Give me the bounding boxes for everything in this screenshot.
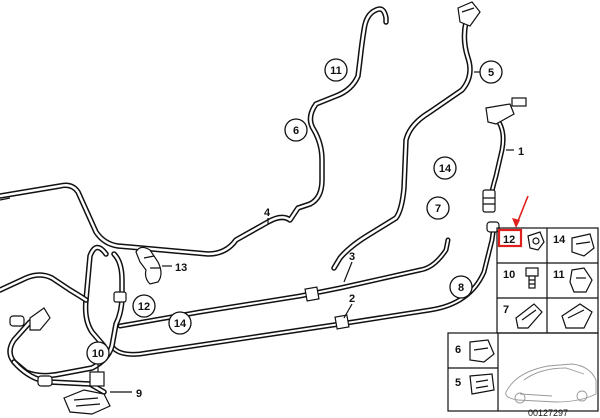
car-silhouette-icon bbox=[505, 363, 597, 404]
part-10-housing bbox=[89, 371, 105, 387]
clip-14-icon bbox=[571, 233, 595, 257]
label-1[interactable]: 1 bbox=[518, 146, 524, 158]
callout-6-label: 6 bbox=[293, 125, 299, 137]
clip-unlabeled-icon bbox=[561, 303, 593, 329]
tube-end-cap bbox=[486, 221, 500, 233]
leader-lines bbox=[97, 71, 514, 393]
connector-group bbox=[0, 1, 527, 415]
callout-6[interactable]: 6 bbox=[284, 118, 308, 142]
callout-14-bottom[interactable]: 14 bbox=[168, 311, 192, 335]
callout-14-bottom-label: 14 bbox=[174, 318, 187, 330]
legend-5-label: 5 bbox=[455, 377, 461, 389]
clip-12-hole-icon bbox=[532, 237, 540, 245]
legend-6-label: 6 bbox=[455, 344, 461, 356]
highlight-marker bbox=[497, 195, 529, 248]
legend-14-label: 14 bbox=[553, 234, 566, 246]
clip-5-icon bbox=[469, 373, 495, 395]
callout-8[interactable]: 8 bbox=[449, 275, 473, 299]
connector-1-tip bbox=[511, 97, 527, 107]
callout-7-label: 7 bbox=[435, 203, 441, 215]
callout-7[interactable]: 7 bbox=[426, 196, 450, 220]
tube-3-joint bbox=[304, 286, 320, 302]
hose-left-mid bbox=[0, 272, 89, 303]
legend-11-label: 11 bbox=[553, 269, 565, 281]
legend-cell-14[interactable]: 14 bbox=[553, 233, 595, 257]
part-9-connector bbox=[63, 389, 111, 415]
part-13 bbox=[135, 246, 162, 285]
legend-10-label: 10 bbox=[503, 269, 515, 281]
bolt-10-head-icon bbox=[525, 267, 539, 277]
callout-11[interactable]: 11 bbox=[324, 58, 348, 82]
hose-5 bbox=[331, 19, 473, 271]
connector-top-right bbox=[457, 1, 481, 27]
legend-12-label: 12 bbox=[503, 234, 515, 246]
callout-8-label: 8 bbox=[458, 282, 464, 294]
legend-cell-10[interactable]: 10 bbox=[503, 267, 539, 289]
connector-1-bottom bbox=[482, 189, 496, 213]
label-3[interactable]: 3 bbox=[349, 251, 355, 263]
clamp-12-left bbox=[113, 291, 127, 303]
clip-7-icon bbox=[515, 303, 543, 329]
hose-group bbox=[0, 6, 506, 395]
connector-left-small bbox=[9, 315, 25, 327]
legend-cell-11[interactable]: 11 bbox=[553, 267, 593, 293]
connector-left-end bbox=[29, 307, 51, 331]
hose-9-fitting bbox=[37, 375, 53, 387]
legend-7-label: 7 bbox=[503, 304, 509, 316]
legend-cell-clip[interactable] bbox=[561, 303, 593, 329]
clip-11-icon bbox=[569, 267, 593, 293]
label-2[interactable]: 2 bbox=[349, 293, 355, 305]
callout-12-left[interactable]: 12 bbox=[132, 294, 156, 318]
hose-left-upper bbox=[0, 6, 389, 257]
legend-cell-7[interactable]: 7 bbox=[503, 303, 543, 329]
callout-11-label: 11 bbox=[330, 65, 342, 77]
callout-12-left-label: 12 bbox=[138, 301, 150, 313]
tube-2 bbox=[109, 223, 497, 357]
label-4[interactable]: 4 bbox=[264, 207, 271, 219]
callout-14-top-label: 14 bbox=[439, 163, 452, 175]
legend-cell-12[interactable]: 12 bbox=[503, 231, 545, 251]
callout-10[interactable]: 10 bbox=[86, 341, 110, 365]
callout-14-top[interactable]: 14 bbox=[433, 156, 457, 180]
label-13[interactable]: 13 bbox=[175, 262, 187, 274]
clip-6-icon bbox=[469, 339, 495, 363]
diagram-number: 00127297 bbox=[528, 408, 568, 418]
label-9[interactable]: 9 bbox=[136, 388, 142, 400]
parts-legend: 12 14 10 11 7 bbox=[447, 227, 599, 412]
legend-cell-6[interactable]: 6 bbox=[455, 339, 495, 363]
callout-5[interactable]: 5 bbox=[479, 60, 503, 84]
connector-1-top bbox=[485, 103, 515, 125]
bolt-10-shaft-icon bbox=[528, 275, 536, 289]
callout-5-label: 5 bbox=[488, 67, 494, 79]
callout-10-label: 10 bbox=[92, 348, 104, 360]
legend-cell-5[interactable]: 5 bbox=[455, 373, 495, 395]
tube-2-joint bbox=[334, 314, 350, 330]
